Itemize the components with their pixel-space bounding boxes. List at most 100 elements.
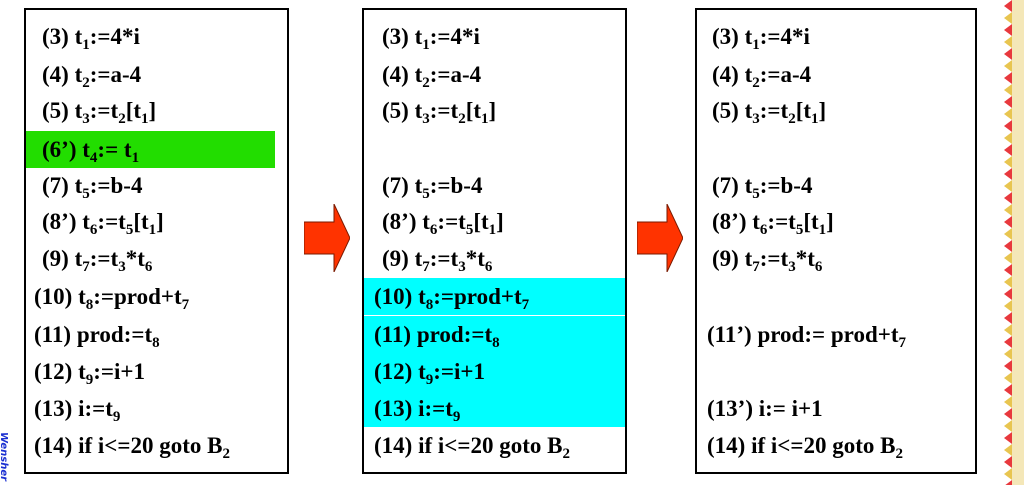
strip-triangle — [1004, 336, 1012, 348]
code-text: t — [414, 24, 423, 49]
strip-triangle — [1004, 312, 1012, 324]
code-text: t — [744, 62, 753, 87]
code-subscript: 6 — [814, 259, 823, 275]
code-text: *t — [795, 246, 815, 271]
code-subscript: 3 — [458, 259, 466, 275]
line-number: (13) — [34, 396, 79, 421]
line-number: (11) — [374, 322, 417, 347]
code-text: :=a-4 — [89, 62, 142, 87]
code-line: (3) t1:=4*i — [697, 18, 975, 55]
code-text: t — [422, 209, 430, 234]
code-text: if i<=20 goto B — [751, 433, 896, 458]
strip-triangle — [1004, 204, 1012, 216]
line-number: (4) — [712, 62, 745, 87]
code-text: :=b-4 — [759, 173, 813, 198]
line-number: (3) — [42, 24, 75, 49]
strip-triangle — [1004, 444, 1012, 456]
line-number: (3) — [382, 24, 415, 49]
code-text: t — [82, 209, 90, 234]
code-subscript: 1 — [811, 111, 819, 127]
code-text: t — [82, 137, 90, 162]
line-number: (11’) — [707, 322, 758, 347]
strip-triangle — [1004, 84, 1012, 96]
code-text: t — [744, 173, 753, 198]
strip-triangle — [1004, 396, 1012, 408]
code-text: t — [752, 209, 760, 234]
strip-triangle — [1004, 456, 1012, 468]
code-line-highlighted: (12) t9:=i+1 — [364, 353, 625, 390]
line-number: (9) — [382, 246, 415, 271]
line-number: (10) — [374, 284, 419, 309]
code-text: :=t — [89, 98, 119, 123]
code-subscript: 9 — [85, 372, 94, 388]
line-number: (12) — [34, 359, 79, 384]
code-subscript: 3 — [118, 259, 126, 275]
code-text: t — [74, 98, 83, 123]
strip-triangle — [1004, 36, 1012, 48]
code-subscript: 7 — [521, 297, 530, 313]
line-number: (4) — [42, 62, 75, 87]
code-subscript: 1 — [141, 111, 149, 127]
code-text: :=b-4 — [429, 173, 483, 198]
code-text: ] — [818, 98, 827, 123]
code-subscript: 7 — [422, 259, 430, 275]
strip-triangle — [1004, 180, 1012, 192]
code-text: :=prod+t — [433, 284, 522, 309]
transform-arrow-2 — [637, 204, 683, 272]
code-subscript: 5 — [422, 186, 430, 202]
code-text: i:=t — [78, 396, 113, 421]
strip-triangle — [1004, 300, 1012, 312]
code-text: if i<=20 goto B — [418, 433, 563, 458]
strip-triangle — [1004, 60, 1012, 72]
code-text: t — [74, 62, 83, 87]
code-line: (5) t3:=t2[t1] — [697, 92, 975, 129]
strip-triangle — [1004, 324, 1012, 336]
code-text: :=i+1 — [433, 359, 486, 384]
code-line: (5) t3:=t2[t1] — [26, 92, 287, 129]
strip-triangle — [1004, 264, 1012, 276]
code-subscript: 6 — [144, 259, 153, 275]
code-subscript: 2 — [422, 75, 430, 91]
code-text: [t — [795, 98, 812, 123]
code-block-after-step-1: (3) t1:=4*i(4) t2:=a-4(5) t3:=t2[t1](7) … — [362, 8, 627, 474]
transform-arrow-1 — [304, 204, 350, 272]
strip-triangle — [1004, 240, 1012, 252]
code-text: if i<=20 goto B — [78, 433, 223, 458]
code-subscript: 3 — [82, 111, 90, 127]
code-subscript: 3 — [752, 111, 760, 127]
code-line: (9) t7:=t3*t6 — [697, 240, 975, 277]
author-watermark: Wensher — [0, 432, 9, 482]
code-subscript: 1 — [82, 37, 90, 53]
code-subscript: 5 — [795, 222, 804, 238]
code-line: (11) prod:=t8 — [26, 316, 287, 353]
code-line: (12) t9:=i+1 — [26, 353, 287, 390]
code-text: t — [414, 173, 423, 198]
code-line: (3) t1:=4*i — [26, 18, 287, 55]
code-text: :=t — [759, 98, 789, 123]
code-subscript: 2 — [752, 75, 760, 91]
code-text: t — [414, 98, 423, 123]
code-line-highlighted: (6’) t4:= t1 — [26, 131, 275, 168]
line-number: (9) — [42, 246, 75, 271]
code-subscript: 1 — [422, 37, 430, 53]
code-text: :=t — [759, 246, 789, 271]
code-subscript: 9 — [112, 409, 121, 425]
code-subscript: 1 — [481, 111, 489, 127]
code-subscript: 2 — [222, 446, 230, 462]
code-subscript: 7 — [752, 259, 760, 275]
code-text: [t — [133, 209, 149, 234]
code-text: t — [414, 62, 423, 87]
code-subscript: 8 — [85, 297, 94, 313]
code-text: *t — [125, 246, 145, 271]
code-text: i:= i+1 — [758, 396, 823, 421]
code-line: (3) t1:=4*i — [364, 18, 625, 55]
code-text: ] — [826, 209, 834, 234]
code-subscript: 3 — [422, 111, 430, 127]
code-text: t — [74, 246, 83, 271]
code-text: [t — [465, 98, 482, 123]
line-number: (14) — [34, 433, 79, 458]
strip-triangle — [1004, 372, 1012, 384]
code-text: :=t — [429, 246, 459, 271]
code-subscript: 2 — [562, 446, 570, 462]
code-text: := t — [97, 137, 132, 162]
